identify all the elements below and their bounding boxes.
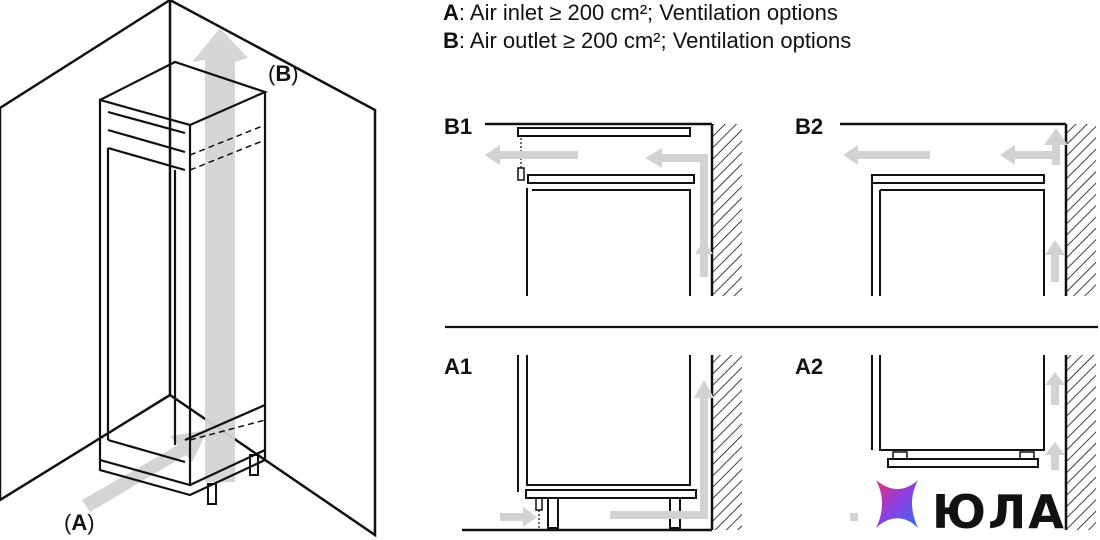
panel-a1 xyxy=(462,355,742,532)
hidden-edge-bottom xyxy=(189,419,266,441)
hidden-edge-top xyxy=(189,124,266,156)
panel-label-b2: B2 xyxy=(795,114,824,139)
cabinet-3d xyxy=(0,0,377,538)
callout-outlet: (B) xyxy=(268,61,299,86)
wall-corner xyxy=(0,0,172,502)
yula-wordmark: ЮЛА xyxy=(932,485,1066,539)
shelf-inner xyxy=(107,128,186,154)
leg-1 xyxy=(207,483,217,505)
callout-inlet: (A) xyxy=(64,510,95,535)
leg-2 xyxy=(249,454,259,476)
legend-air-inlet: A: Air inlet ≥ 200 cm²; Ventilation opti… xyxy=(443,0,838,25)
yula-logo xyxy=(876,480,918,528)
inlet-arrow-3d xyxy=(82,430,208,512)
shelf-bottom xyxy=(107,438,186,464)
panel-label-b1: B1 xyxy=(444,114,473,139)
panel-b2 xyxy=(840,122,1096,296)
cabinet-top xyxy=(99,60,269,127)
panel-label-a1: A1 xyxy=(444,354,473,379)
wall-right xyxy=(169,0,377,538)
panel-a2 xyxy=(850,355,1096,530)
outlet-arrow-3d xyxy=(192,28,248,482)
panel-b1 xyxy=(485,122,742,296)
shelf-top xyxy=(107,110,186,135)
legend-air-outlet: B: Air outlet ≥ 200 cm²; Ventilation opt… xyxy=(443,28,852,53)
panel-label-a2: A2 xyxy=(795,354,824,379)
yula-logo-icon xyxy=(876,480,918,528)
